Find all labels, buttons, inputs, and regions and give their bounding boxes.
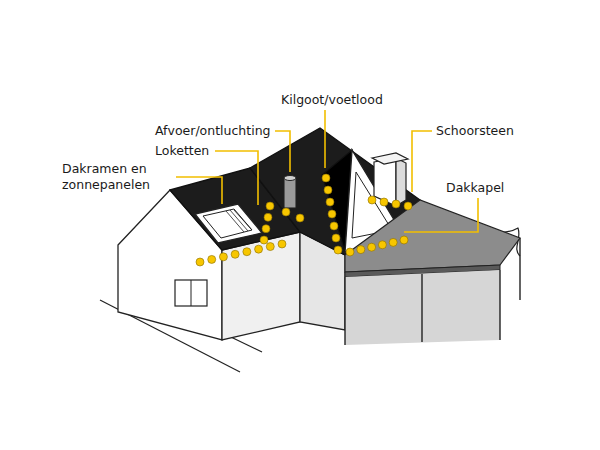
vent-top (284, 176, 296, 181)
pergola-shade (345, 270, 500, 345)
callout-label: Dakramen en zonnepanelen (62, 161, 174, 193)
vent-pipe (284, 178, 296, 208)
seal-dot (392, 200, 400, 208)
callout-label: Schoorsteen (436, 123, 514, 139)
skylight-hatch (226, 210, 251, 232)
seal-dot (330, 222, 338, 230)
chimney-side (396, 158, 406, 206)
seal-dot (400, 236, 408, 244)
seal-dot (322, 174, 330, 182)
label-text: Afvoer/ontluchting (155, 123, 271, 138)
callout-label: Dakkapel (446, 180, 504, 196)
seal-dot (282, 208, 290, 216)
seal-dot (332, 234, 340, 242)
seal-dot (324, 186, 332, 194)
chimney-cap (372, 153, 408, 164)
side-wall (222, 232, 300, 340)
label-text: Dakramen en zonnepanelen (62, 161, 150, 192)
chimney (374, 158, 396, 206)
seal-dot (219, 253, 227, 261)
label-text: Loketten (155, 143, 209, 158)
pergola-roof (345, 200, 520, 272)
seal-dot (266, 202, 274, 210)
label-text: Kilgoot/voetlood (281, 92, 383, 107)
pergola-post (345, 238, 520, 345)
seal-dot (264, 213, 272, 221)
skylight (195, 204, 262, 243)
label-text: Dakkapel (446, 180, 504, 195)
window-frame (191, 280, 192, 306)
seal-dot (208, 255, 216, 263)
callout-label: Afvoer/ontluchting (155, 123, 271, 139)
seal-dot (357, 246, 365, 254)
seal-dot (243, 248, 251, 256)
seal-dot (260, 236, 268, 244)
seal-dot (378, 241, 386, 249)
seal-dot (404, 202, 412, 210)
seal-dot (368, 196, 376, 204)
seal-dot (326, 198, 334, 206)
seal-dot (380, 198, 388, 206)
seal-dot (231, 250, 239, 258)
skylight-pane (203, 209, 252, 238)
seal-dot (255, 245, 263, 253)
seal-dot (196, 258, 204, 266)
window (175, 280, 207, 306)
seal-dot (296, 214, 304, 222)
seal-dot (262, 225, 270, 233)
seal-dot (328, 210, 336, 218)
seal-dot (334, 246, 342, 254)
seal-dot (368, 243, 376, 251)
label-text: Schoorsteen (436, 123, 514, 138)
callout-label: Loketten (155, 143, 209, 159)
seal-dot (278, 240, 286, 248)
seal-dot (266, 243, 274, 251)
seal-dot (389, 238, 397, 246)
seal-dot (346, 248, 354, 256)
callout-label: Kilgoot/voetlood (281, 92, 383, 108)
main-wall (300, 232, 345, 330)
